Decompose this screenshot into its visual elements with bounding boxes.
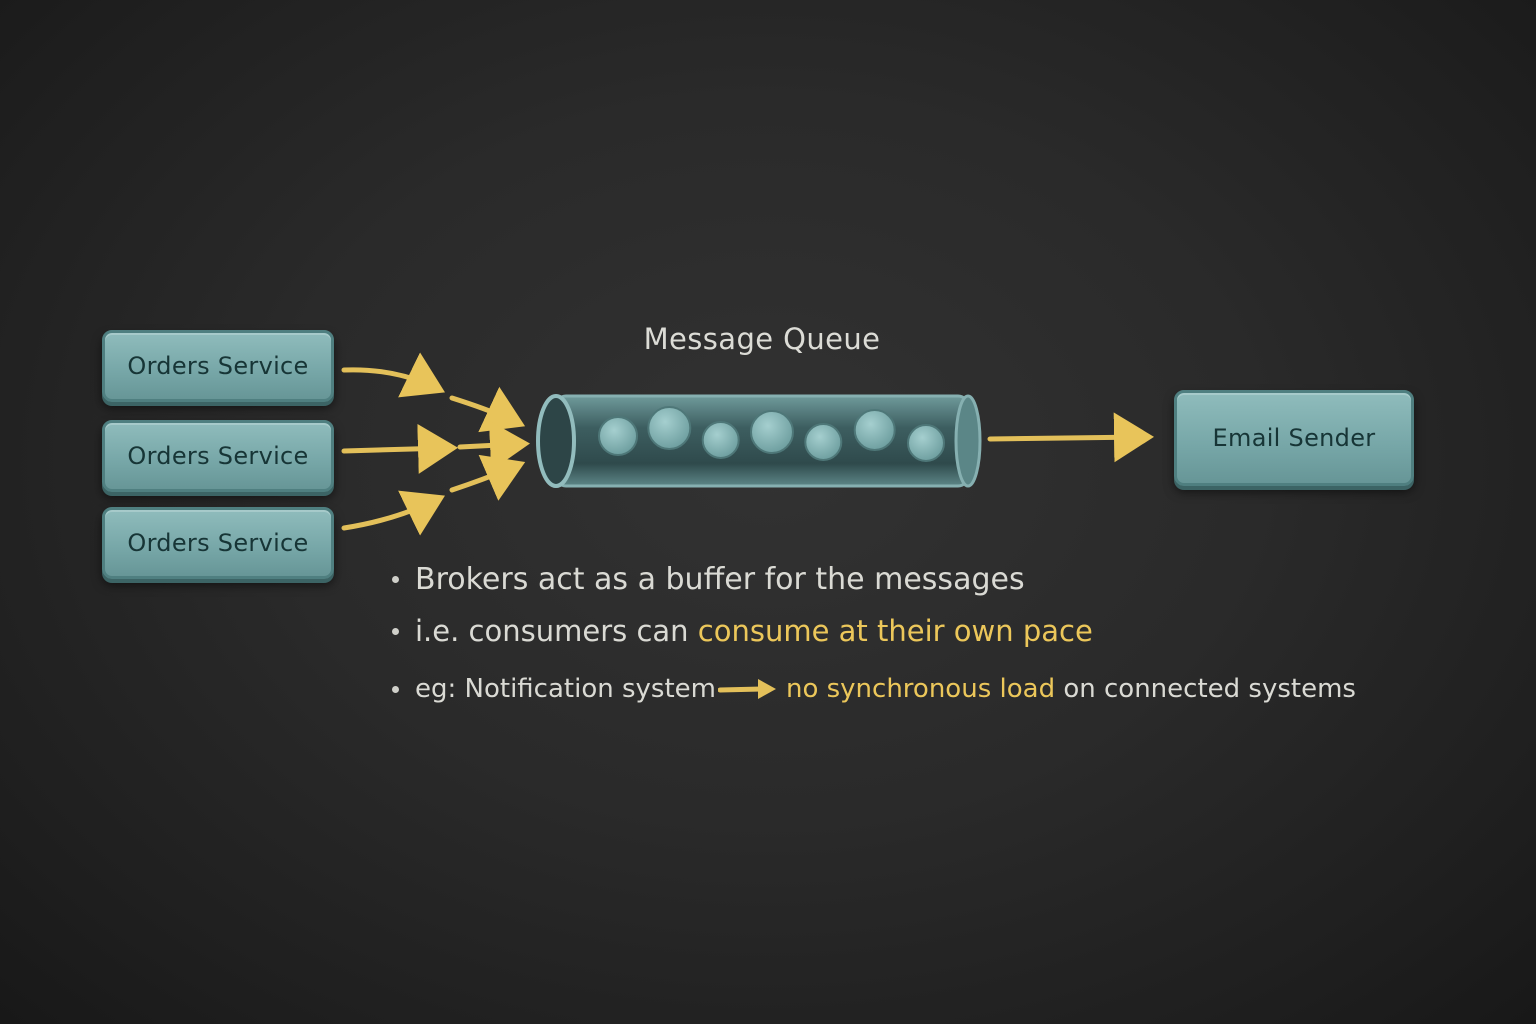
bullet-dot <box>392 575 399 583</box>
bullet-dot <box>392 627 399 635</box>
arrow-bottom-2 <box>449 454 526 501</box>
inline-arrow-icon <box>717 679 776 699</box>
queue-message-ball <box>907 424 945 462</box>
producer-box-3[interactable]: Orders Service <box>102 507 334 579</box>
note-item-1: Brokers act as a buffer for the messages <box>388 556 1508 602</box>
producer-label-2: Orders Service <box>127 442 309 470</box>
queue-message-ball <box>598 416 638 456</box>
note-text-3-prefix: eg: Notification system <box>415 674 716 704</box>
bullet-dot <box>392 685 399 693</box>
producer-box-1[interactable]: Orders Service <box>102 330 334 402</box>
queue-message-ball <box>701 421 740 459</box>
consumer-label: Email Sender <box>1212 424 1376 452</box>
note-item-3: eg: Notification system no synchronous l… <box>388 666 1508 712</box>
queue-message-ball <box>750 410 794 454</box>
arrow-top-1 <box>341 352 445 398</box>
queue-tube <box>536 394 982 488</box>
queue-messages <box>598 406 945 462</box>
producer-arrows <box>341 352 530 536</box>
arrow-bottom-1 <box>341 490 445 536</box>
note-text-1: Brokers act as a buffer for the messages <box>415 561 1025 597</box>
consumer-box[interactable]: Email Sender <box>1174 390 1414 486</box>
queue-message-ball <box>853 409 896 451</box>
queue-message-ball <box>804 423 843 461</box>
note-text-3-suffix: on connected systems <box>1055 674 1356 704</box>
note-text-3-highlight: no synchronous load <box>785 674 1056 704</box>
producer-label-1: Orders Service <box>127 352 309 380</box>
note-item-2: i.e. consumers can consume at their own … <box>388 608 1508 654</box>
diagram-title: Message Queue <box>643 322 881 356</box>
notes-list: Brokers act as a buffer for the messages… <box>388 556 1508 712</box>
producer-label-3: Orders Service <box>127 529 309 557</box>
arrow-mid-1 <box>341 423 458 474</box>
note-text-2-highlight: consume at their own pace <box>697 614 1093 648</box>
arrow-mid-2 <box>457 420 530 471</box>
note-text-2-prefix: i.e. consumers can <box>415 614 698 648</box>
queue-message-ball <box>647 406 692 450</box>
arrow-top-2 <box>449 386 526 433</box>
queue-tube-opening <box>536 394 576 488</box>
producer-box-2[interactable]: Orders Service <box>102 420 334 492</box>
arrow-to-consumer <box>987 412 1154 463</box>
